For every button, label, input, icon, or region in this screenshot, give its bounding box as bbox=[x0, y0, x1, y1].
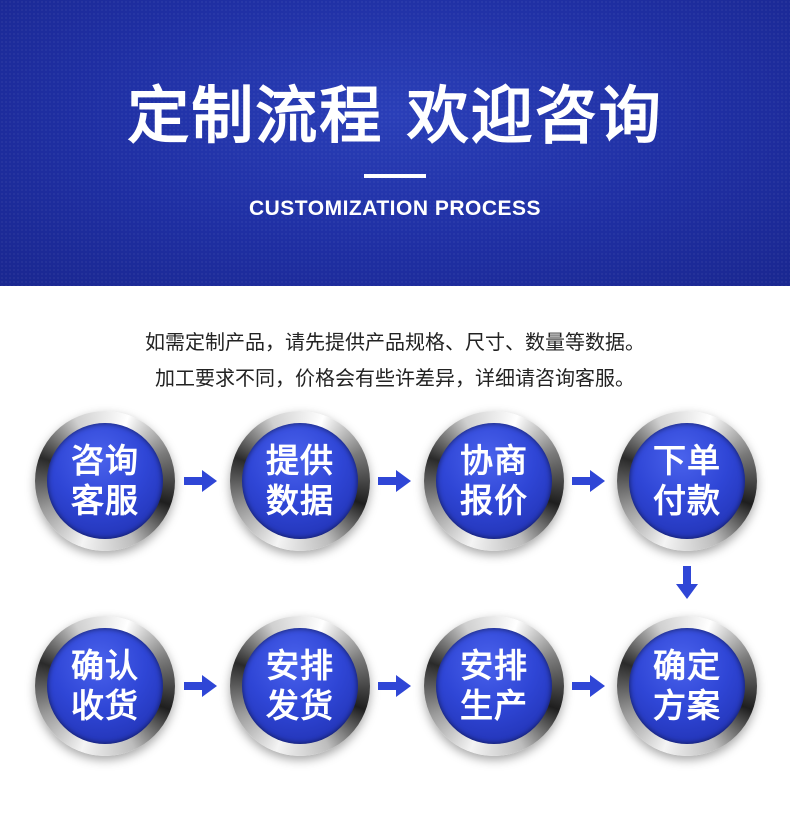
intro-line-1: 如需定制产品，请先提供产品规格、尺寸、数量等数据。 bbox=[145, 330, 645, 354]
title-divider bbox=[364, 174, 426, 178]
step-negotiate-quote: 协商报价 bbox=[424, 411, 564, 551]
intro-line-2: 加工要求不同，价格会有些许差异，详细请咨询客服。 bbox=[155, 366, 635, 390]
step-label: 协商 bbox=[460, 441, 528, 480]
step-label: 确定 bbox=[653, 646, 721, 685]
step-label: 客服 bbox=[71, 481, 139, 520]
step-consult-service: 咨询客服 bbox=[35, 411, 175, 551]
step-label: 方案 bbox=[653, 686, 721, 725]
page-subtitle: CUSTOMIZATION PROCESS bbox=[248, 197, 542, 220]
arrow-right-icon bbox=[378, 470, 411, 492]
step-provide-data: 提供数据 bbox=[230, 411, 370, 551]
step-confirm-plan: 确定方案 bbox=[617, 616, 757, 756]
step-label: 发货 bbox=[266, 686, 334, 725]
step-label: 提供 bbox=[266, 441, 334, 480]
intro-text: 如需定制产品，请先提供产品规格、尺寸、数量等数据。 加工要求不同，价格会有些许差… bbox=[0, 324, 790, 396]
step-arrange-shipping: 安排发货 bbox=[230, 616, 370, 756]
arrow-right-icon bbox=[378, 675, 411, 697]
step-label: 生产 bbox=[460, 686, 528, 725]
header-banner bbox=[0, 0, 790, 286]
step-label: 下单 bbox=[653, 441, 721, 480]
step-label: 咨询 bbox=[71, 441, 139, 480]
arrow-right-icon bbox=[572, 470, 605, 492]
step-label: 安排 bbox=[460, 646, 528, 685]
arrow-right-icon bbox=[572, 675, 605, 697]
step-label: 安排 bbox=[266, 646, 334, 685]
step-label: 数据 bbox=[266, 481, 334, 520]
step-label: 收货 bbox=[71, 686, 139, 725]
step-order-pay: 下单付款 bbox=[617, 411, 757, 551]
page-title: 定制流程 欢迎咨询 bbox=[127, 79, 663, 152]
step-label: 确认 bbox=[71, 646, 139, 685]
arrow-right-icon bbox=[184, 675, 217, 697]
step-arrange-production: 安排生产 bbox=[424, 616, 564, 756]
arrow-down-icon bbox=[676, 566, 698, 599]
step-label: 付款 bbox=[653, 481, 721, 520]
arrow-right-icon bbox=[184, 470, 217, 492]
step-label: 报价 bbox=[460, 481, 528, 520]
step-confirm-receipt: 确认收货 bbox=[35, 616, 175, 756]
